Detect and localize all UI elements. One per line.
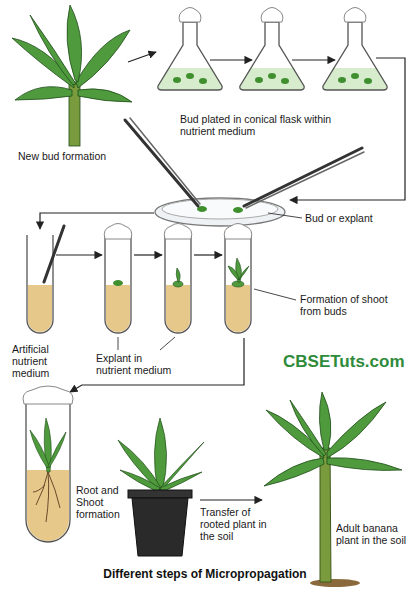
- rooted-plant-tube: [30, 418, 66, 472]
- watermark: CBSETuts.com: [283, 352, 413, 372]
- rooted-plant-tube: [26, 402, 70, 542]
- cotton-plug: [104, 224, 132, 240]
- adult-banana-plant: [266, 410, 324, 458]
- banana-plant: [15, 87, 72, 100]
- banana-plant: [12, 38, 74, 88]
- rooted-plant-tube: [30, 430, 49, 468]
- petri-dish: [155, 198, 285, 226]
- adult-banana-plant: [320, 448, 331, 582]
- leader-line: [118, 337, 119, 350]
- potted-plant: [118, 418, 204, 492]
- potted-plant: [128, 490, 192, 498]
- rooted-plant-tube: [27, 470, 69, 541]
- arrow: [210, 59, 252, 60]
- rooted-plant-tube: [36, 472, 48, 505]
- potted-plant: [160, 472, 202, 492]
- adult-banana-plant: [327, 402, 386, 458]
- plantlet: [176, 268, 180, 282]
- rooted-plant-tube: [46, 472, 49, 522]
- plantlet: [239, 266, 249, 280]
- adult-banana-plant: [290, 400, 326, 456]
- test-tube: [165, 235, 191, 333]
- conical-flask: [323, 8, 387, 91]
- stage-label: New bud formation: [18, 150, 130, 162]
- arrow: [200, 499, 262, 500]
- potted-plant: [120, 470, 160, 492]
- arrow: [56, 254, 102, 255]
- forceps: [246, 152, 364, 208]
- rooted-plant-tube: [48, 472, 60, 508]
- rooted-plant-tube: [33, 472, 60, 522]
- arrow: [292, 59, 335, 60]
- forceps: [44, 226, 64, 282]
- cotton-plug: [164, 224, 192, 240]
- callout-label: Explant in nutrient medium: [96, 352, 180, 376]
- banana-plant: [67, 5, 82, 82]
- forceps: [244, 148, 362, 206]
- callout-label: Artificial nutrient medium: [12, 343, 74, 379]
- banana-plant: [76, 30, 130, 88]
- stage-label: Adult banana plant in the soil: [336, 522, 414, 546]
- cotton-plug: [224, 224, 252, 240]
- rooted-plant-tube: [23, 386, 73, 404]
- rooted-plant-tube: [48, 432, 66, 468]
- adult-banana-plant: [310, 579, 360, 587]
- adult-banana-plant: [264, 392, 402, 486]
- petri-dish: [155, 198, 285, 226]
- banana-plant: [12, 5, 132, 146]
- potted-plant: [118, 418, 204, 556]
- stage-label: Bud plated in conical flask within nutri…: [180, 113, 356, 137]
- arrow: [70, 338, 244, 392]
- test-tube: [105, 235, 131, 333]
- leader-line: [268, 213, 302, 218]
- arrow: [194, 254, 222, 255]
- rooted-plant-tube: [23, 386, 73, 542]
- adult-banana-plant: [264, 392, 402, 587]
- arrow: [128, 52, 156, 62]
- leader-line: [160, 337, 175, 350]
- callout-label: Bud or explant: [305, 212, 405, 224]
- conical-flask: [240, 8, 304, 91]
- explant: [113, 280, 123, 286]
- stage-label: Transfer of rooted plant in the soil: [200, 506, 274, 542]
- banana-plant: [78, 89, 132, 102]
- leader-line: [254, 289, 296, 300]
- petri-dish: [233, 207, 243, 213]
- caption: Different steps of Micropropagation: [60, 567, 350, 581]
- petri-dish: [162, 199, 278, 219]
- plantlet: [228, 266, 239, 280]
- adult-banana-plant: [319, 392, 330, 450]
- banana-plant: [30, 15, 76, 85]
- rooted-plant-tube: [33, 485, 45, 492]
- stage-label: Root and Shoot formation: [76, 484, 126, 520]
- plantlet: [173, 258, 249, 287]
- potted-plant: [132, 498, 188, 556]
- test-tube: [225, 235, 251, 333]
- arrow: [40, 213, 154, 229]
- conical-flask: [158, 8, 222, 91]
- arrow: [134, 254, 162, 255]
- adult-banana-plant: [264, 458, 324, 486]
- adult-banana-plant: [327, 458, 402, 471]
- callout-label: Formation of shoot from buds: [300, 293, 400, 317]
- test-tube: [27, 235, 53, 333]
